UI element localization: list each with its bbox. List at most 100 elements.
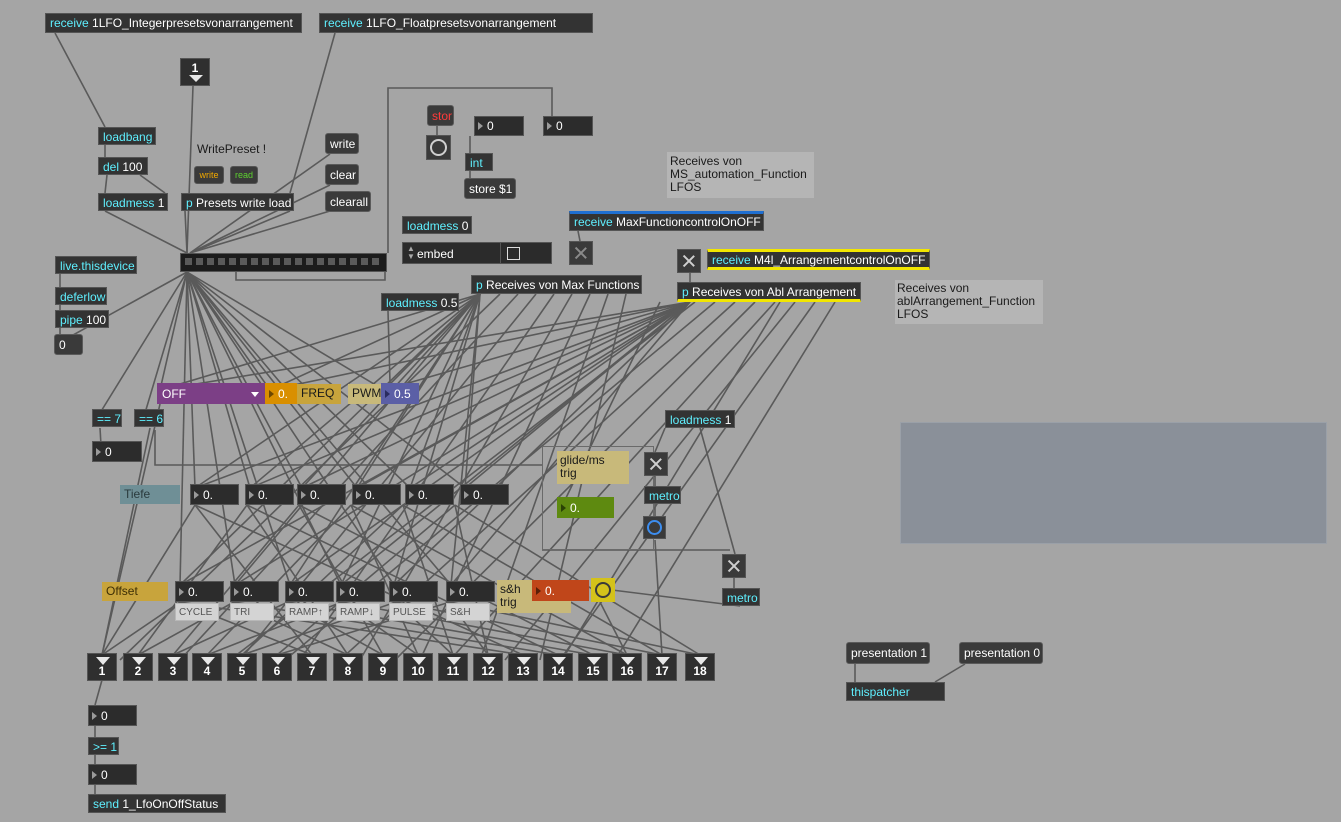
number-box-top-1[interactable]: 0 — [474, 116, 524, 136]
receive-m4l-arrangement-control[interactable]: receive M4l_ArrangementcontrolOnOFF — [707, 249, 930, 270]
toggle-max-function[interactable] — [569, 241, 593, 265]
loadmess-1-metro[interactable]: loadmess 1 — [665, 410, 735, 428]
offset-number-6[interactable]: 0. — [446, 581, 495, 602]
lfo-mode-menu[interactable]: OFF — [157, 383, 265, 404]
preset-slot[interactable] — [185, 258, 192, 265]
sh-number[interactable]: 0. — [532, 580, 589, 601]
outlet-15[interactable]: 15 — [578, 653, 608, 681]
preset-slot[interactable] — [284, 258, 291, 265]
preset-slot[interactable] — [372, 258, 379, 265]
live-thisdevice-object[interactable]: live.thisdevice — [55, 256, 137, 274]
int-object[interactable]: int — [465, 153, 493, 171]
receive-max-function-control[interactable]: receive MaxFunctioncontrolOnOFF — [569, 211, 764, 231]
preset-slot[interactable] — [207, 258, 214, 265]
bottom-number-2[interactable]: 0 — [88, 764, 137, 785]
outlet-4[interactable]: 4 — [192, 653, 222, 681]
outlet-8[interactable]: 8 — [333, 653, 363, 681]
pipe-object[interactable]: pipe 100 — [55, 310, 109, 328]
toggle-metro-1[interactable] — [644, 452, 668, 476]
toggle-m4l-arrangement[interactable] — [677, 249, 701, 273]
tiefe-number-6[interactable]: 0. — [460, 484, 509, 505]
preset-slot[interactable] — [317, 258, 324, 265]
presets-write-load-subpatch[interactable]: p Presets write load — [181, 193, 294, 211]
preset-slot[interactable] — [262, 258, 269, 265]
outlet-17[interactable]: 17 — [647, 653, 677, 681]
metro-object-2[interactable]: metro — [722, 588, 760, 606]
checkbox-icon[interactable] — [507, 247, 520, 260]
freq-number[interactable]: 0. — [265, 383, 297, 404]
number-box-top-2[interactable]: 0 — [543, 116, 593, 136]
del-object[interactable]: del 100 — [98, 157, 148, 175]
preset-slot[interactable] — [361, 258, 368, 265]
preset-object[interactable] — [180, 253, 387, 272]
sh-bang[interactable] — [591, 578, 615, 602]
preset-slot[interactable] — [339, 258, 346, 265]
outlet-6[interactable]: 6 — [262, 653, 292, 681]
offset-number-2[interactable]: 0. — [230, 581, 279, 602]
greater-equal-object[interactable]: >= 1 — [88, 737, 119, 755]
bottom-number-1[interactable]: 0 — [88, 705, 137, 726]
metro-bang-1[interactable] — [643, 516, 666, 539]
outlet-14[interactable]: 14 — [543, 653, 573, 681]
pwm-number[interactable]: 0.5 — [381, 383, 419, 404]
offset-number-5[interactable]: 0. — [389, 581, 438, 602]
outlet-12[interactable]: 12 — [473, 653, 503, 681]
store-message[interactable]: store $1 — [464, 178, 516, 199]
receive-integer-presets[interactable]: receive 1LFO_Integerpresetsvonarrangemen… — [45, 13, 302, 33]
zero-message[interactable]: 0 — [54, 334, 83, 355]
presentation-0-message[interactable]: presentation 0 — [959, 642, 1043, 664]
loadmess-0-object[interactable]: loadmess 0 — [402, 216, 472, 234]
receive-float-presets[interactable]: receive 1LFO_Floatpresetsvonarrangement — [319, 13, 593, 33]
preset-slot[interactable] — [273, 258, 280, 265]
outlet-2[interactable]: 2 — [123, 653, 153, 681]
embed-attribute[interactable]: ▲▼ embed — [402, 242, 552, 264]
tiefe-number-2[interactable]: 0. — [245, 484, 294, 505]
read-small-button[interactable]: read — [230, 166, 258, 184]
preset-slot[interactable] — [328, 258, 335, 265]
clear-message[interactable]: clear — [325, 164, 359, 185]
deferlow-object[interactable]: deferlow — [55, 287, 107, 305]
offset-number-3[interactable]: 0. — [285, 581, 334, 602]
outlet-3[interactable]: 3 — [158, 653, 188, 681]
equals-7-object[interactable]: == 7 — [92, 409, 122, 427]
outlet-5[interactable]: 5 — [227, 653, 257, 681]
bang-button[interactable] — [426, 135, 451, 160]
clearall-message[interactable]: clearall — [325, 191, 371, 212]
preset-slot[interactable] — [218, 258, 225, 265]
offset-number-1[interactable]: 0. — [175, 581, 224, 602]
loadmess-1-object[interactable]: loadmess 1 — [98, 193, 168, 211]
equals-result-number[interactable]: 0 — [92, 441, 142, 462]
receives-max-functions-subpatch[interactable]: p Receives von Max Functions — [471, 275, 642, 294]
loadbang-object[interactable]: loadbang — [98, 127, 156, 145]
preset-slot[interactable] — [295, 258, 302, 265]
outlet-1[interactable]: 1 — [87, 653, 117, 681]
glide-number[interactable]: 0. — [557, 497, 614, 518]
equals-6-object[interactable]: == 6 — [134, 409, 164, 427]
metro-object-1[interactable]: metro — [644, 486, 681, 504]
receives-abl-arrangement-subpatch[interactable]: p Receives von Abl Arrangement — [677, 282, 861, 302]
top-inlet[interactable]: 1 — [180, 58, 210, 86]
outlet-11[interactable]: 11 — [438, 653, 468, 681]
outlet-9[interactable]: 9 — [368, 653, 398, 681]
outlet-10[interactable]: 10 — [403, 653, 433, 681]
outlet-7[interactable]: 7 — [297, 653, 327, 681]
write-small-button[interactable]: write — [194, 166, 224, 184]
preset-slot[interactable] — [196, 258, 203, 265]
toggle-metro-2[interactable] — [722, 554, 746, 578]
outlet-18[interactable]: 18 — [685, 653, 715, 681]
preset-slot[interactable] — [350, 258, 357, 265]
tiefe-number-3[interactable]: 0. — [297, 484, 346, 505]
preset-slot[interactable] — [229, 258, 236, 265]
offset-number-4[interactable]: 0. — [336, 581, 385, 602]
tiefe-number-4[interactable]: 0. — [352, 484, 401, 505]
stor-message[interactable]: stor — [427, 105, 454, 126]
presentation-1-message[interactable]: presentation 1 — [846, 642, 930, 664]
preset-slot[interactable] — [306, 258, 313, 265]
preset-slot[interactable] — [240, 258, 247, 265]
loadmess-05-object[interactable]: loadmess 0.5 — [381, 293, 459, 311]
outlet-16[interactable]: 16 — [612, 653, 642, 681]
thispatcher-object[interactable]: thispatcher — [846, 682, 945, 701]
write-message[interactable]: write — [325, 133, 359, 154]
send-lfo-status[interactable]: send 1_LfoOnOffStatus — [88, 794, 226, 813]
outlet-13[interactable]: 13 — [508, 653, 538, 681]
